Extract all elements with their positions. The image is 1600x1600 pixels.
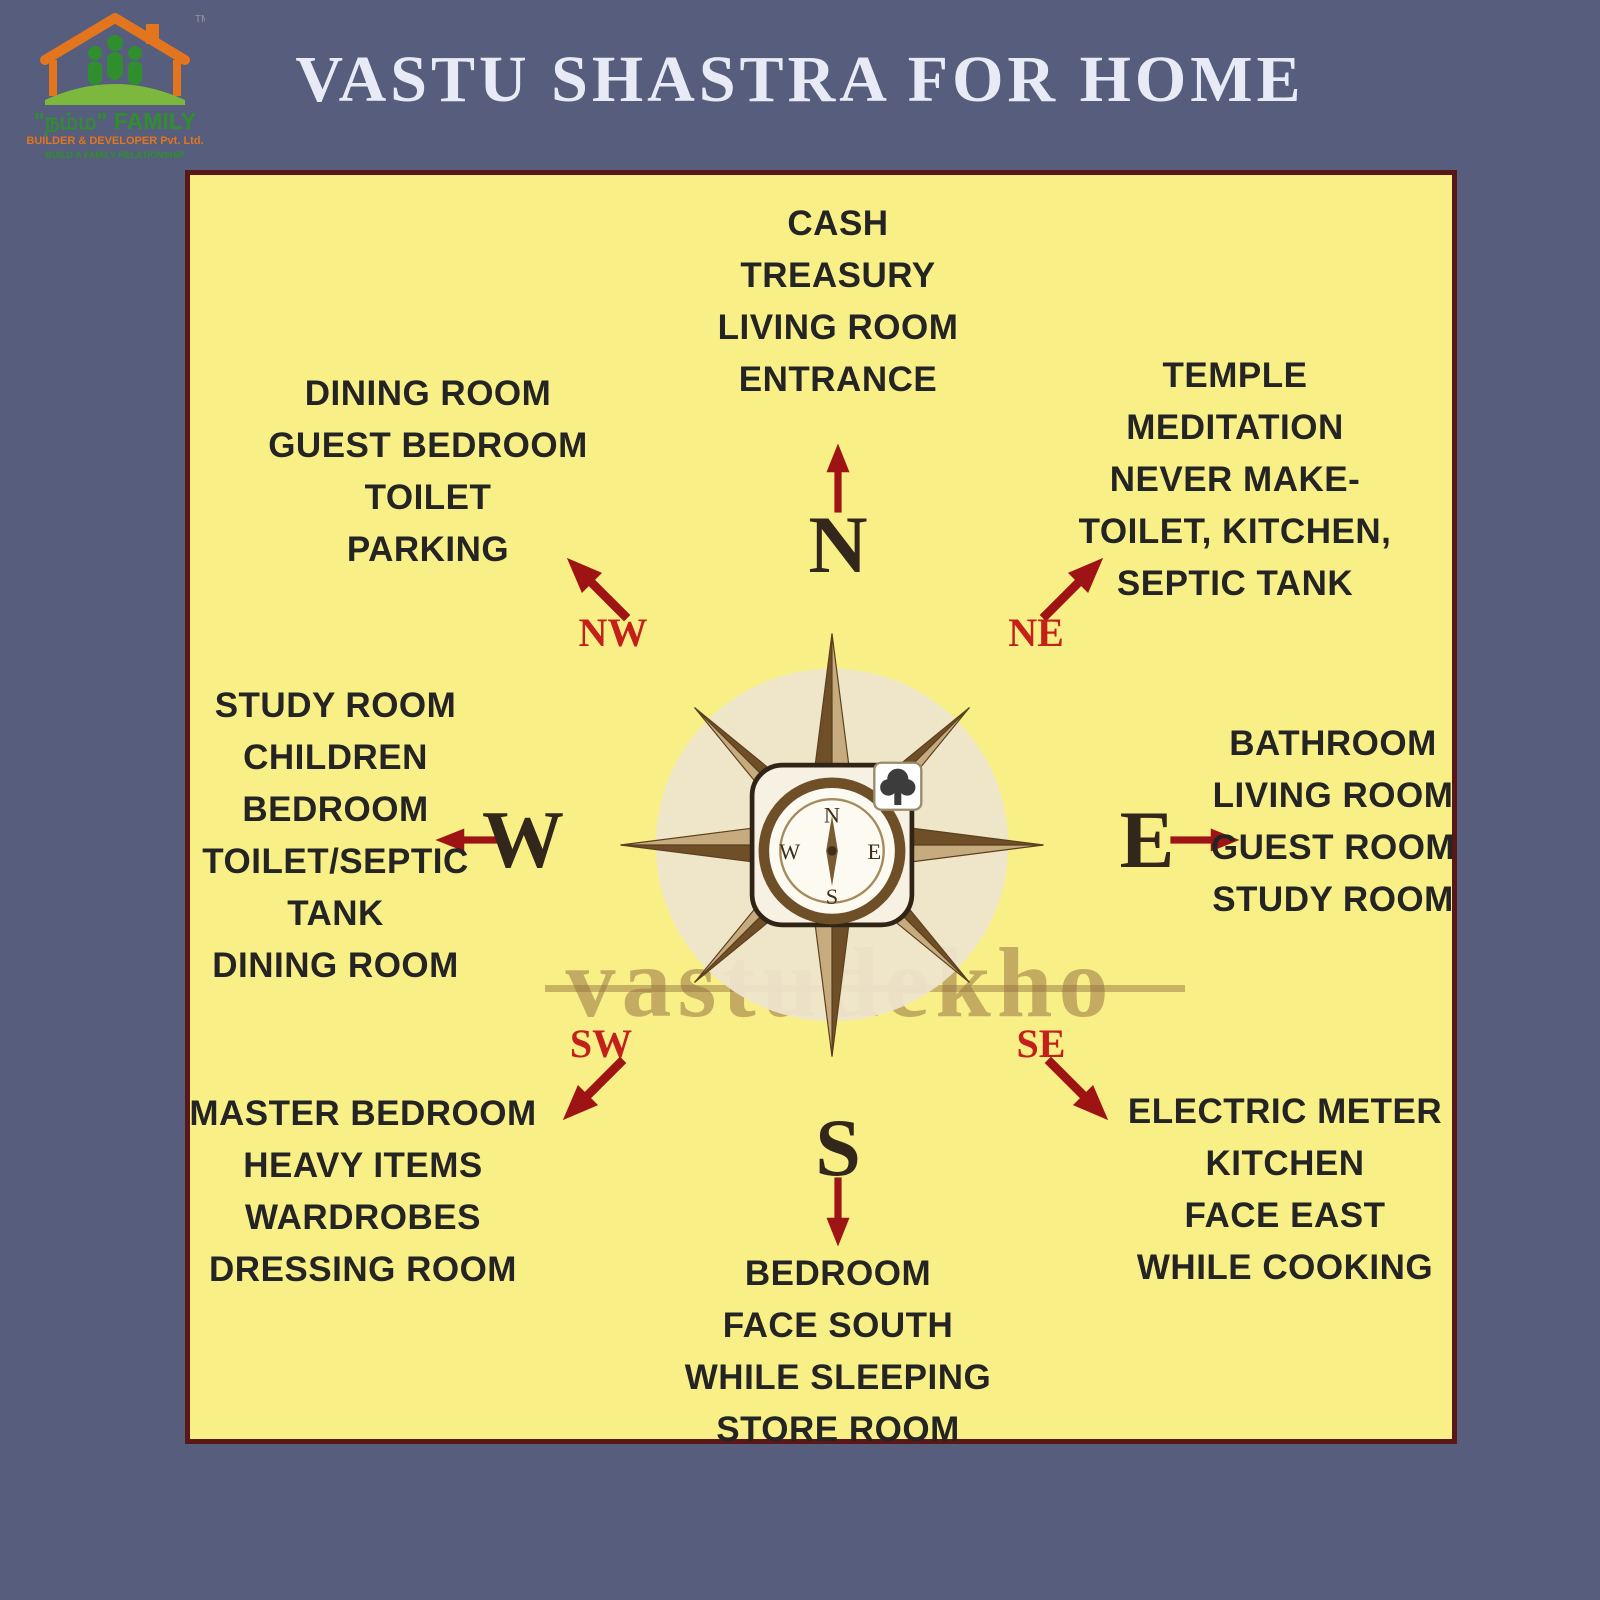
room-label: WARDROBES [245, 1198, 481, 1237]
room-label: STORE ROOM [716, 1410, 960, 1449]
room-label: STUDY ROOM [1212, 880, 1454, 919]
room-label: FACE SOUTH [722, 1306, 954, 1345]
room-label: DINING ROOM [304, 374, 552, 413]
west-rooms-list: STUDY ROOM CHILDREN BEDROOM TOILET/SEPTI… [178, 680, 493, 992]
room-label: MASTER BEDROOM [189, 1094, 537, 1133]
logo-brand-text: "நம்ம" FAMILY [33, 108, 197, 134]
logo-tagline-text: BUILD A FAMILY RELATIONSHIP [45, 149, 185, 160]
north-west-rooms-list: DINING ROOM GUEST BEDROOM TOILET PARKING [238, 368, 618, 576]
room-label: TOILET [364, 478, 492, 517]
north-east-rooms-list: TEMPLE MEDITATION NEVER MAKE- TOILET, KI… [1040, 350, 1430, 610]
room-label: GUEST ROOM [1210, 828, 1456, 867]
label-ne: NE [1008, 610, 1064, 655]
room-label: GUEST BEDROOM [268, 426, 588, 465]
room-label: ENTRANCE [738, 360, 938, 399]
room-label: WHILE COOKING [1136, 1248, 1434, 1287]
room-label: TANK [287, 894, 384, 933]
north-east-arrow-icon [1029, 544, 1117, 632]
dial-letter-e: E [867, 839, 881, 864]
dial-letter-s: S [826, 884, 838, 909]
room-label: PARKING [346, 530, 510, 569]
room-label: TREASURY [740, 256, 936, 295]
dial-letter-w: W [779, 839, 801, 864]
dial-letter-n: N [824, 803, 840, 828]
room-label: KITCHEN [1205, 1144, 1365, 1183]
label-nw: NW [578, 610, 648, 655]
room-label: LIVING ROOM [1212, 776, 1454, 815]
room-label: TOILET, KITCHEN, [1078, 512, 1392, 551]
tree-icon [873, 761, 923, 811]
room-label: WHILE SLEEPING [684, 1358, 992, 1397]
room-label: TEMPLE [1162, 356, 1308, 395]
north-rooms-list: CASH TREASURY LIVING ROOM ENTRANCE [618, 198, 1058, 406]
room-label: CHILDREN [243, 738, 428, 777]
room-label: DINING ROOM [212, 946, 459, 985]
room-label: MEDITATION [1126, 408, 1344, 447]
south-west-rooms-list: MASTER BEDROOM HEAVY ITEMS WARDROBES DRE… [168, 1088, 558, 1296]
east-arrow-icon [1169, 824, 1241, 856]
south-west-arrow-icon [549, 1046, 637, 1134]
compass-rose: N W S E [620, 633, 1044, 1057]
south-arrow-icon [822, 1176, 854, 1248]
room-label: DRESSING ROOM [209, 1250, 517, 1289]
room-label: ELECTRIC METER [1127, 1092, 1443, 1131]
room-label: BATHROOM [1229, 724, 1437, 763]
room-label: HEAVY ITEMS [243, 1146, 483, 1185]
east-rooms-list: BATHROOM LIVING ROOM GUEST ROOM STUDY RO… [1168, 718, 1498, 926]
room-label: FACE EAST [1184, 1196, 1386, 1235]
south-east-rooms-list: ELECTRIC METER KITCHEN FACE EAST WHILE C… [1090, 1086, 1480, 1294]
label-se: SE [1016, 1021, 1066, 1066]
west-arrow-icon [434, 824, 506, 856]
north-west-arrow-icon [553, 544, 641, 632]
south-east-arrow-icon [1034, 1046, 1122, 1134]
direction-letter-s: S [815, 1102, 861, 1193]
north-arrow-icon [822, 442, 854, 514]
logo-subtitle-text: BUILDER & DEVELOPER Pvt. Ltd. [26, 135, 204, 148]
room-label: CASH [787, 204, 889, 243]
trademark-label: TM [195, 14, 205, 25]
room-label: NEVER MAKE- [1109, 460, 1361, 499]
direction-letter-w: W [482, 794, 564, 885]
room-label: SEPTIC TANK [1116, 564, 1354, 603]
room-label: LIVING ROOM [717, 308, 959, 347]
room-label: TOILET/SEPTIC [202, 842, 469, 881]
page-title: VASTU SHASTRA FOR HOME [295, 43, 1305, 116]
label-sw: SW [569, 1021, 633, 1066]
direction-letter-e: E [1119, 794, 1175, 885]
room-label: BEDROOM [242, 790, 429, 829]
room-label: STUDY ROOM [214, 686, 457, 725]
room-label: BEDROOM [744, 1254, 932, 1293]
logo-house-icon: TM [40, 13, 205, 105]
direction-letter-n: N [808, 499, 868, 590]
south-rooms-list: BEDROOM FACE SOUTH WHILE SLEEPING STORE … [628, 1248, 1048, 1456]
company-logo: TM "நம்ம" FAMILY BUILDER & DEVELOPER Pvt… [20, 8, 210, 161]
